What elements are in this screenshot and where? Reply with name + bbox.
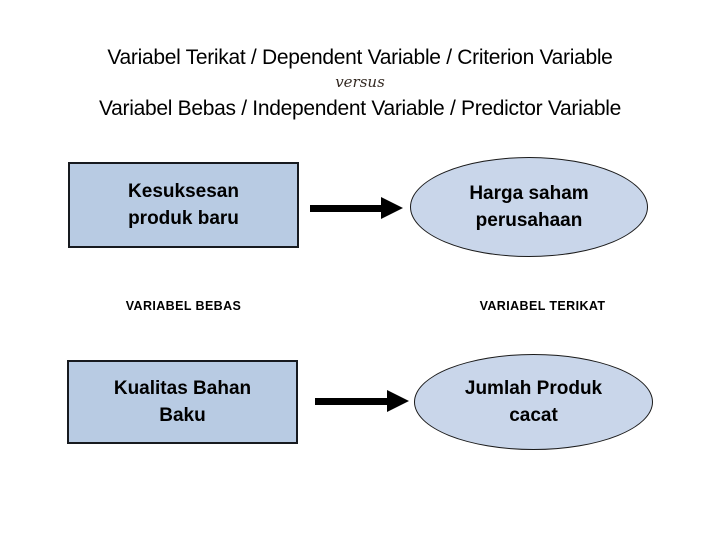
cause-box-text-line1: Kesuksesan [128, 181, 239, 202]
cause-box-text-line2: Baku [159, 405, 206, 426]
effect-ellipse-text-line2: cacat [509, 405, 558, 426]
title-line-1: Variabel Terikat / Dependent Variable / … [107, 46, 613, 69]
effect-ellipse-text-line1: Harga saham [469, 183, 589, 204]
versus-label: versus [335, 73, 385, 91]
cause-box-kesuksesan: Kesuksesan produk baru [68, 162, 299, 248]
effect-ellipse-text-line1: Jumlah Produk [464, 378, 603, 399]
label-variabel-bebas: VARIABEL BEBAS [125, 299, 242, 313]
arrow-head [381, 197, 403, 219]
arrow-head [387, 390, 409, 412]
effect-ellipse-harga-saham: Harga saham perusahaan [410, 157, 648, 257]
effect-ellipse-text-line2: perusahaan [475, 210, 583, 231]
cause-box-text-line1: Kualitas Bahan [113, 378, 252, 399]
effect-ellipse-jumlah-produk: Jumlah Produk cacat [414, 354, 653, 450]
arrow-shaft [315, 398, 388, 405]
label-variabel-terikat: VARIABEL TERIKAT [479, 299, 606, 313]
cause-box-kualitas-bahan: Kualitas Bahan Baku [67, 360, 298, 444]
title-line-2: Variabel Bebas / Independent Variable / … [99, 97, 621, 120]
arrow-shaft [310, 205, 382, 212]
cause-box-text-line2: produk baru [128, 208, 239, 229]
